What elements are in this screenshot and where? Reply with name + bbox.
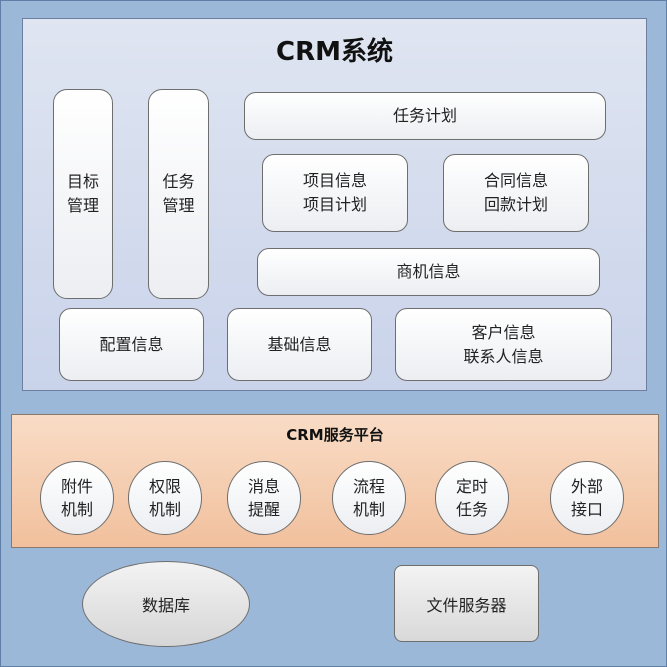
module-line-2: 接口 <box>570 500 603 519</box>
workflow-mechanism-node: 流程 机制 <box>332 461 406 535</box>
config-info-label: 配置信息 <box>99 334 164 354</box>
module-line-2: 机制 <box>60 500 93 519</box>
module-line-1: 消息 <box>247 477 280 496</box>
external-interface-node: 外部 接口 <box>550 461 624 535</box>
crm-service-platform-panel: CRM服务平台 附件 机制 权限 机制 消息 提醒 流程 机制 定时 任务 外部… <box>11 414 659 548</box>
message-reminder-node: 消息 提醒 <box>227 461 301 535</box>
module-line-2: 机制 <box>352 500 385 519</box>
crm-system-panel: CRM系统 目标 管理 任务 管理 任务计划 项目信息 项目计划 合同信息 回款… <box>22 18 647 391</box>
basic-info-label: 基础信息 <box>267 334 332 354</box>
customer-line-1: 客户信息 <box>471 322 536 342</box>
target-management-box: 目标 管理 <box>53 89 113 299</box>
project-line-2: 项目计划 <box>302 195 367 214</box>
scheduled-task-node: 定时 任务 <box>435 461 509 535</box>
attachment-mechanism-node: 附件 机制 <box>40 461 114 535</box>
task-plan-box: 任务计划 <box>244 92 606 140</box>
config-info-box: 配置信息 <box>59 308 204 381</box>
module-line-1: 定时 <box>455 477 488 496</box>
database-node: 数据库 <box>82 561 250 647</box>
task-management-line-1: 任务 <box>162 172 195 191</box>
file-server-label: 文件服务器 <box>426 595 507 615</box>
module-line-1: 外部 <box>570 477 603 496</box>
permission-mechanism-node: 权限 机制 <box>128 461 202 535</box>
crm-system-title: CRM系统 <box>276 37 393 67</box>
basic-info-box: 基础信息 <box>227 308 372 381</box>
module-line-1: 附件 <box>60 477 93 496</box>
contract-line-2: 回款计划 <box>483 195 548 214</box>
project-box: 项目信息 项目计划 <box>262 154 408 232</box>
module-line-2: 提醒 <box>247 500 280 519</box>
file-server-node: 文件服务器 <box>394 565 539 642</box>
customer-line-2: 联系人信息 <box>463 346 544 366</box>
module-line-2: 机制 <box>148 500 181 519</box>
opportunity-label: 商机信息 <box>396 262 461 281</box>
contract-box: 合同信息 回款计划 <box>443 154 589 232</box>
service-platform-title: CRM服务平台 <box>286 426 384 444</box>
module-line-1: 流程 <box>352 477 385 496</box>
task-plan-label: 任务计划 <box>392 106 457 125</box>
project-line-1: 项目信息 <box>302 171 367 190</box>
task-management-line-2: 管理 <box>162 196 195 215</box>
database-label: 数据库 <box>141 596 190 615</box>
module-line-1: 权限 <box>148 477 181 496</box>
module-line-2: 任务 <box>455 500 488 519</box>
customer-box: 客户信息 联系人信息 <box>395 308 612 381</box>
opportunity-box: 商机信息 <box>257 248 600 296</box>
target-management-line-1: 目标 <box>66 172 99 191</box>
target-management-line-2: 管理 <box>66 196 99 215</box>
contract-line-1: 合同信息 <box>483 171 548 190</box>
task-management-box: 任务 管理 <box>148 89 209 299</box>
